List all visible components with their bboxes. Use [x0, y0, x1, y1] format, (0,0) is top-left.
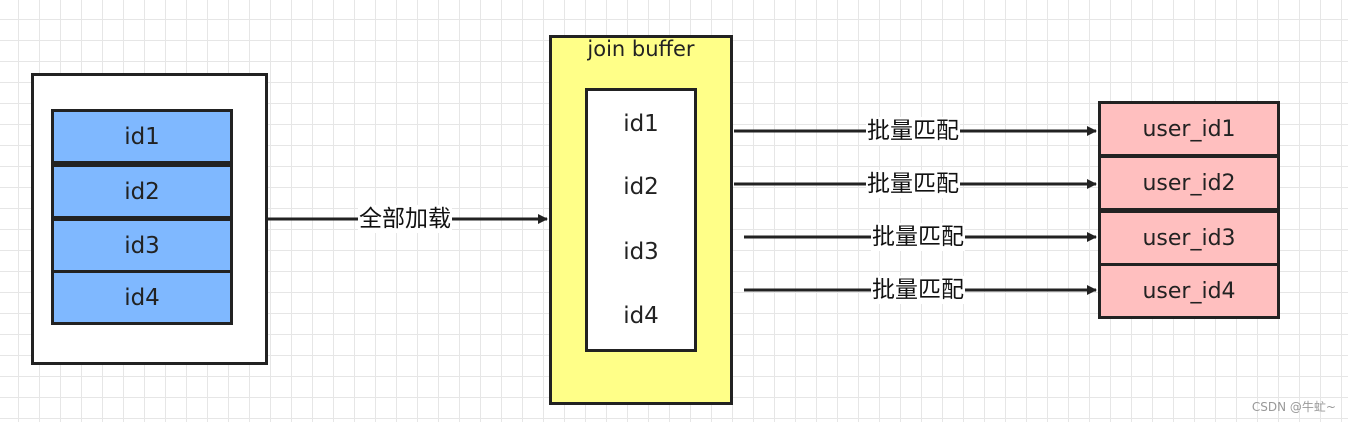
user-table-row: user_id2: [1098, 155, 1280, 211]
left-table-row: id1: [51, 109, 233, 164]
left-table-row: id3: [51, 218, 233, 273]
join-buffer-item: id1: [623, 111, 659, 137]
batch-match-label: 批量匹配: [871, 276, 965, 304]
batch-match-label: 批量匹配: [866, 170, 960, 198]
left-table-row: id2: [51, 164, 233, 219]
user-table-row: user_id3: [1098, 210, 1280, 266]
join-buffer-inner-box: [585, 88, 697, 352]
load-all-label: 全部加载: [358, 205, 452, 233]
join-buffer-item: id3: [623, 239, 659, 265]
join-buffer-item: id4: [623, 303, 659, 329]
batch-match-label: 批量匹配: [866, 117, 960, 145]
user-table-row: user_id4: [1098, 263, 1280, 319]
join-buffer-item: id2: [623, 174, 659, 200]
join-buffer-title: join buffer: [587, 37, 695, 61]
left-table-row: id4: [51, 270, 233, 325]
watermark: CSDN @牛虻~: [1251, 400, 1336, 414]
user-table-row: user_id1: [1098, 101, 1280, 157]
batch-match-label: 批量匹配: [871, 223, 965, 251]
